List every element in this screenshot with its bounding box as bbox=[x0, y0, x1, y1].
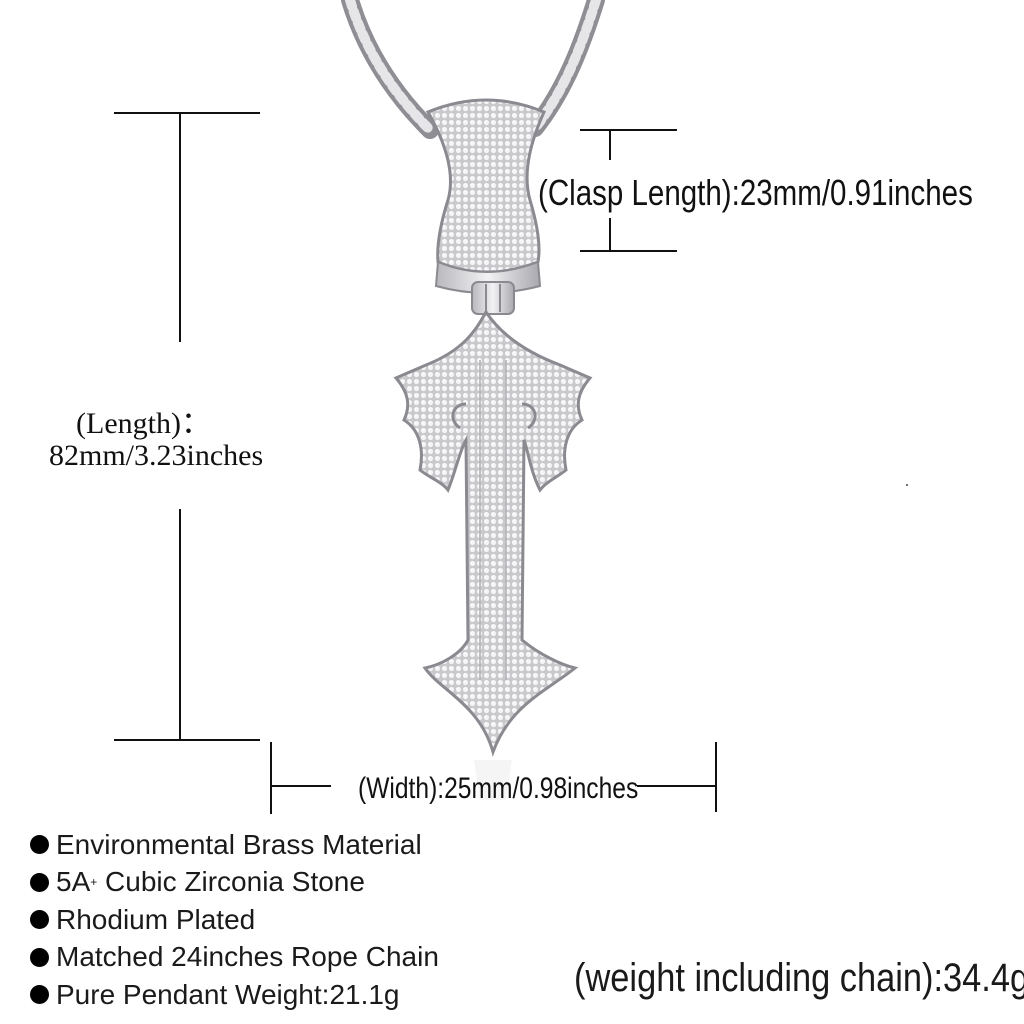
clasp-length-label: (Clasp Length):23mm/0.91inches bbox=[538, 172, 973, 213]
clasp-line-lower bbox=[609, 218, 611, 250]
pendant-reflection bbox=[474, 760, 512, 800]
length-label-line1: (Length)： bbox=[76, 407, 211, 440]
list-item: Matched 24inches Rope Chain bbox=[30, 939, 439, 977]
rope-chain-right bbox=[526, 0, 605, 137]
bullet-icon bbox=[30, 947, 49, 967]
width-left-tick bbox=[270, 742, 272, 814]
rope-chain-left bbox=[341, 0, 439, 139]
clasp-bail bbox=[425, 98, 547, 294]
length-line-lower bbox=[179, 509, 181, 740]
width-line-left bbox=[271, 785, 331, 787]
length-label-line2: 82mm/3.23inches bbox=[49, 439, 264, 472]
length-bottom-tick bbox=[114, 739, 260, 741]
bullet-icon bbox=[30, 835, 49, 855]
clasp-bottom-tick bbox=[580, 250, 677, 252]
bullet-icon bbox=[30, 872, 49, 892]
bullet-icon bbox=[30, 985, 49, 1005]
clasp-line-upper bbox=[609, 130, 611, 160]
list-item: 5A+ Cubic Zirconia Stone bbox=[30, 864, 439, 902]
width-right-tick bbox=[715, 742, 717, 812]
length-top-tick bbox=[114, 112, 260, 114]
dagger-pendant bbox=[393, 309, 593, 757]
list-item: Pure Pendant Weight:21.1g bbox=[30, 976, 439, 1014]
clasp-top-tick bbox=[580, 129, 677, 131]
feature-list: Environmental Brass Material 5A+ Cubic Z… bbox=[30, 826, 439, 1014]
list-item: Rhodium Plated bbox=[30, 901, 439, 939]
bullet-icon bbox=[30, 910, 49, 930]
width-line-right bbox=[637, 785, 716, 787]
length-line-upper bbox=[179, 113, 181, 342]
hinge-connector bbox=[471, 281, 515, 315]
list-item: Environmental Brass Material bbox=[30, 826, 439, 864]
width-label: (Width):25mm/0.98inches bbox=[358, 772, 639, 805]
weight-including-chain: (weight including chain):34.4g bbox=[574, 956, 1024, 1000]
